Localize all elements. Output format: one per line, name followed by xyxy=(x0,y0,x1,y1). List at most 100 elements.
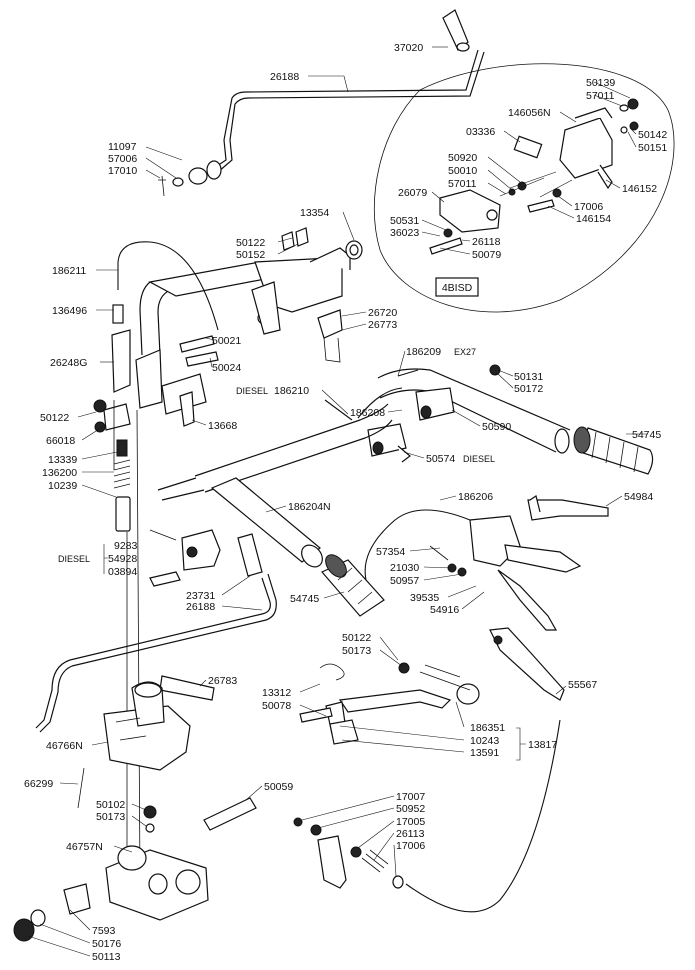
label-186208: 186208 xyxy=(350,407,385,419)
label-10243: 10243 xyxy=(470,735,499,747)
label-50151: 50151 xyxy=(638,142,667,154)
label-186210-prefix: DIESEL xyxy=(236,386,268,396)
upper-bracket xyxy=(139,227,363,363)
label-186206: 186206 xyxy=(458,491,493,503)
throttle-levers xyxy=(324,369,455,463)
rod-fitting xyxy=(158,160,222,197)
label-54745-a: 54745 xyxy=(632,429,661,441)
label-54984: 54984 xyxy=(624,491,653,503)
label-186209-suffix: EX27 xyxy=(454,347,476,357)
label-17006: 17006 xyxy=(574,201,603,213)
label-186351: 186351 xyxy=(470,722,505,734)
label-50957: 50957 xyxy=(390,575,419,587)
label-diesel-group: DIESEL xyxy=(58,554,90,564)
label-26079: 26079 xyxy=(398,187,427,199)
label-46757N: 46757N xyxy=(66,841,103,853)
label-50102: 50102 xyxy=(96,799,125,811)
label-13339: 13339 xyxy=(48,454,77,466)
label-26113: 26113 xyxy=(396,828,425,840)
label-57006: 57006 xyxy=(108,153,137,165)
label-13312: 13312 xyxy=(262,687,291,699)
label-7593: 7593 xyxy=(92,925,116,937)
label-9283: 9283 xyxy=(114,540,138,552)
part-number-labels: 37020 26188 11097 57006 17010 13354 5012… xyxy=(24,42,667,963)
label-57011-a: 57011 xyxy=(586,90,615,102)
inset-detail: 4BISD xyxy=(373,63,675,313)
label-50574-suffix: DIESEL xyxy=(463,454,495,464)
label-13817: 13817 xyxy=(528,739,557,751)
label-50920: 50920 xyxy=(448,152,477,164)
label-50574: 50574 xyxy=(426,453,455,465)
brake-lever-assembly xyxy=(364,495,609,631)
label-26188-mid: 26188 xyxy=(186,601,215,613)
label-26783: 26783 xyxy=(208,675,237,687)
label-37020: 37020 xyxy=(394,42,423,54)
label-13354: 13354 xyxy=(300,207,329,219)
label-50531: 50531 xyxy=(390,215,419,227)
label-66018: 66018 xyxy=(46,435,75,447)
handlebar-right xyxy=(377,364,654,475)
label-13668: 13668 xyxy=(208,420,237,432)
label-146056N: 146056N xyxy=(508,107,551,119)
label-50952: 50952 xyxy=(396,803,425,815)
label-50024: 50024 xyxy=(212,362,241,374)
label-23731: 23731 xyxy=(186,590,215,602)
label-186204N: 186204N xyxy=(288,501,331,513)
label-146154: 146154 xyxy=(576,213,611,225)
label-50021: 50021 xyxy=(212,335,241,347)
cable-186211 xyxy=(117,241,219,331)
label-26188-top: 26188 xyxy=(270,71,299,83)
label-17005: 17005 xyxy=(396,816,425,828)
label-11097: 11097 xyxy=(108,141,137,153)
label-186209: 186209 xyxy=(406,346,441,358)
label-146152: 146152 xyxy=(622,183,657,195)
label-50139: 50139 xyxy=(586,77,615,89)
label-13591: 13591 xyxy=(470,747,499,759)
label-50131: 50131 xyxy=(514,371,543,383)
label-186211: 186211 xyxy=(52,265,86,277)
label-50142: 50142 xyxy=(638,129,667,141)
label-50173-b: 50173 xyxy=(96,811,125,823)
gear-shift-rod xyxy=(213,9,485,173)
label-55567: 55567 xyxy=(568,679,597,691)
label-21030: 21030 xyxy=(390,562,419,574)
label-50079: 50079 xyxy=(472,249,501,261)
diesel-parts xyxy=(149,529,263,587)
label-66299: 66299 xyxy=(24,778,53,790)
label-50173-a: 50173 xyxy=(342,645,371,657)
left-column xyxy=(93,304,219,881)
label-26720: 26720 xyxy=(368,307,397,319)
leader-lines xyxy=(27,46,648,957)
label-39535: 39535 xyxy=(410,592,439,604)
label-57011-b: 57011 xyxy=(448,178,477,190)
inset-box-label: 4BISD xyxy=(442,282,473,294)
label-54745-b: 54745 xyxy=(290,593,319,605)
label-50122-a: 50122 xyxy=(236,237,265,249)
label-46766N: 46766N xyxy=(46,740,83,752)
label-50059: 50059 xyxy=(264,781,293,793)
label-136496: 136496 xyxy=(52,305,87,317)
lower-rod xyxy=(35,573,277,733)
label-17007: 17007 xyxy=(396,791,425,803)
label-26773: 26773 xyxy=(368,319,397,331)
lower-base-46757N xyxy=(13,767,257,942)
label-54928: 54928 xyxy=(108,553,137,565)
label-50078: 50078 xyxy=(262,700,291,712)
label-36023: 36023 xyxy=(390,227,419,239)
cable-bracket-lower xyxy=(293,719,561,913)
lower-bracket-46766N xyxy=(103,675,215,771)
label-186210: 186210 xyxy=(274,385,309,397)
label-50122-b: 50122 xyxy=(40,412,69,424)
label-26248G: 26248G xyxy=(50,357,87,369)
label-03336: 03336 xyxy=(466,126,495,138)
label-54916: 54916 xyxy=(430,604,459,616)
label-17010: 17010 xyxy=(108,165,137,177)
label-03894: 03894 xyxy=(108,566,137,578)
label-10239: 10239 xyxy=(48,480,77,492)
label-50113: 50113 xyxy=(92,951,121,963)
label-50010: 50010 xyxy=(448,165,477,177)
label-57354: 57354 xyxy=(376,546,405,558)
handlebar-main xyxy=(157,403,393,617)
label-50176: 50176 xyxy=(92,938,121,950)
